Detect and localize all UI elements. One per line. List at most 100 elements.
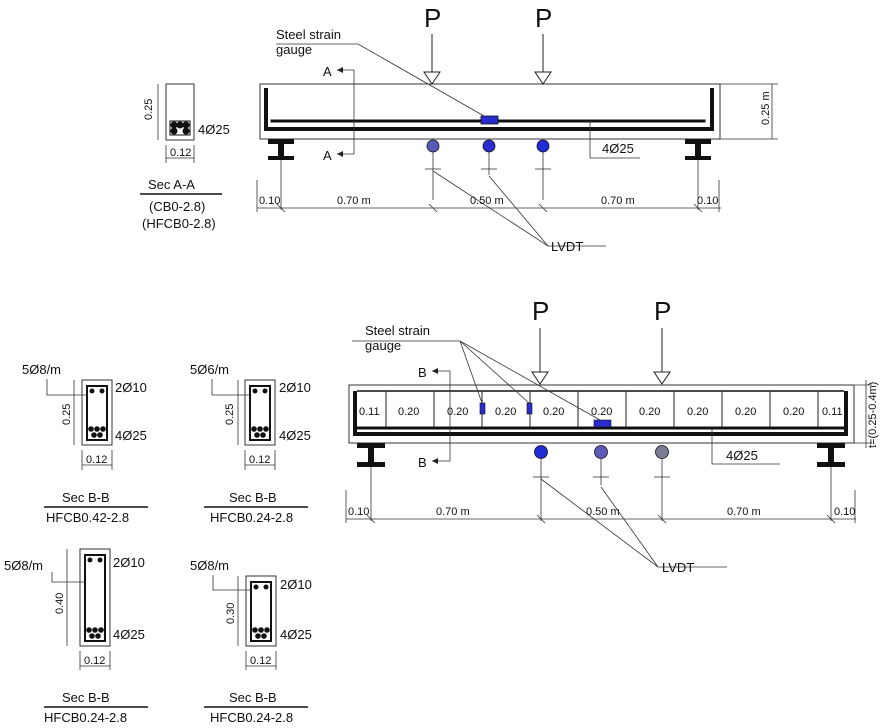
section-4-title: Sec B-B — [229, 690, 277, 705]
top-beam-diagram: P P Steel strain gauge A A — [256, 3, 778, 254]
section-4-height: 0.30 — [225, 603, 237, 624]
stirrups — [385, 391, 819, 428]
strain-gauge-1 — [479, 402, 486, 415]
load-p-right-head — [534, 71, 552, 85]
lvdt-leader-2 — [600, 486, 659, 568]
support-right — [685, 139, 711, 210]
strain-gauge-2 — [526, 402, 533, 415]
section-b-b-3: 5Ø8/m 2Ø10 4Ø25 0.40 0.12 Sec B-B HFCB0.… — [4, 548, 148, 725]
bottom-bars-leader — [589, 121, 640, 159]
strain-gauge-leader — [276, 43, 485, 117]
strain-gauge-label: Steel strain — [365, 323, 430, 338]
section-b-b-2: 5Ø6/m 2Ø10 4Ø25 0.25 0.12 Sec B-B HFCB0.… — [190, 362, 311, 525]
bottom-beam-rebar — [353, 391, 848, 436]
section-3-bottom-bars: 4Ø25 — [113, 627, 145, 642]
lvdt-1 — [425, 139, 441, 200]
section-2-height: 0.25 — [224, 404, 236, 425]
bottom-bars-label: 4Ø25 — [602, 141, 634, 156]
svg-text:0.20: 0.20 — [495, 406, 516, 418]
svg-text:0.20: 0.20 — [447, 406, 468, 418]
lvdt-2 — [593, 445, 609, 485]
dim-overhang-right: 0.10 — [697, 195, 718, 207]
strain-gauge-3 — [593, 419, 612, 428]
section-3-title: Sec B-B — [62, 690, 110, 705]
top-beam-outline — [259, 83, 721, 140]
stirrup-spacing-labels: 0.11 0.20 0.20 0.20 0.20 0.20 0.20 0.20 … — [359, 406, 843, 418]
section-cut-b-line — [432, 370, 451, 462]
section-3-name: HFCB0.24-2.8 — [44, 710, 127, 725]
lvdt-leader-1 — [540, 478, 727, 568]
load-p-right-label: P — [535, 3, 552, 33]
span-dimensions: 0.10 0.70 m 0.50 m 0.70 m 0.10 — [345, 490, 856, 524]
strain-gauge-marker — [480, 115, 499, 125]
section-a-a: 0.25 4Ø25 0.12 Sec A-A (CB0-2.8) (HFCB0-… — [140, 83, 230, 231]
lvdt-leader-2 — [488, 175, 549, 247]
support-left — [357, 443, 385, 521]
dim-shear-span-left: 0.70 m — [337, 195, 371, 207]
section-4-top-bars: 2Ø10 — [280, 577, 312, 592]
section-4-bottom-bars: 4Ø25 — [280, 627, 312, 642]
section-1-name: HFCB0.42-2.8 — [46, 510, 129, 525]
section-cut-b-bottom: B — [418, 455, 427, 470]
section-cut-b-top: B — [418, 365, 427, 380]
section-arrow-top — [337, 67, 343, 73]
support-left — [268, 139, 294, 210]
strain-gauge-label: Steel strain — [276, 27, 341, 42]
section-4-stirrup: 5Ø8/m — [190, 558, 229, 573]
span-dimensions: 0.10 0.70 m 0.50 m 0.70 m 0.10 — [256, 180, 721, 213]
svg-text:0.20: 0.20 — [639, 406, 660, 418]
section-cut-line — [337, 69, 355, 155]
section-b-b-1: 5Ø8/m 2Ø10 4Ø25 0.25 0.12 Sec B-B HFCB0.… — [22, 362, 148, 525]
section-1-title: Sec B-B — [62, 490, 110, 505]
section-1-stirrup: 5Ø8/m — [22, 362, 61, 377]
lvdt-3 — [654, 445, 670, 521]
section-2-title: Sec B-B — [229, 490, 277, 505]
dim-constant-moment: 0.50 m — [586, 506, 620, 518]
bottom-beam-outline — [348, 384, 855, 444]
bottom-bars-leader — [711, 428, 780, 465]
section-cut-a-bottom: A — [323, 148, 332, 163]
svg-text:0.20: 0.20 — [543, 406, 564, 418]
section-b-b-4: 5Ø8/m 2Ø10 4Ø25 0.30 0.12 Sec B-B HFCB0.… — [190, 558, 312, 725]
dim-shear-span-left: 0.70 m — [436, 506, 470, 518]
section-2-top-bars: 2Ø10 — [279, 380, 311, 395]
load-p-left-label: P — [424, 3, 441, 33]
lvdt-leader-1 — [432, 170, 606, 247]
section-3-stirrup: 5Ø8/m — [4, 558, 43, 573]
svg-text:0.20: 0.20 — [687, 406, 708, 418]
dim-constant-moment: 0.50 m — [470, 195, 504, 207]
load-p-right-label: P — [654, 296, 671, 326]
section-arrow-bottom — [337, 151, 343, 157]
dim-shear-span-right: 0.70 m — [727, 506, 761, 518]
section-2-name: HFCB0.24-2.8 — [210, 510, 293, 525]
section-1-bottom-bars: 4Ø25 — [115, 428, 147, 443]
dim-overhang-left: 0.10 — [348, 506, 369, 518]
load-p-left-head — [423, 71, 441, 85]
section-1-top-bars: 2Ø10 — [115, 380, 147, 395]
height-dim-label: t=(0.25-0.4m) — [867, 382, 879, 448]
load-p-left-label: P — [532, 296, 549, 326]
svg-text:0.20: 0.20 — [735, 406, 756, 418]
svg-text:0.11: 0.11 — [359, 406, 380, 418]
section-1-height: 0.25 — [61, 404, 73, 425]
top-beam-bottom-rebar — [264, 88, 714, 131]
svg-text:0.20: 0.20 — [783, 406, 804, 418]
lvdt-label: LVDT — [551, 239, 583, 254]
section-3-height: 0.40 — [54, 593, 66, 614]
svg-text:0.20: 0.20 — [591, 406, 612, 418]
section-a-width: 0.12 — [170, 147, 191, 159]
section-a-outline — [165, 83, 195, 141]
section-a-title: Sec A-A — [148, 177, 195, 192]
bottom-beam-diagram: 0.11 0.20 0.20 0.20 0.20 0.20 0.20 0.20 … — [345, 296, 879, 575]
lvdt-label: LVDT — [662, 560, 694, 575]
section-3-width: 0.12 — [84, 655, 105, 667]
strain-gauge-label-2: gauge — [365, 338, 401, 353]
section-2-width: 0.12 — [249, 454, 270, 466]
strain-gauge-label-2: gauge — [276, 42, 312, 57]
dim-shear-span-right: 0.70 m — [601, 195, 635, 207]
lvdt-1 — [533, 445, 549, 521]
section-3-top-bars: 2Ø10 — [113, 555, 145, 570]
section-a-specimen-2: (HFCB0-2.8) — [142, 216, 216, 231]
lvdt-3 — [535, 139, 551, 200]
height-dim-label: 0.25 m — [760, 91, 772, 125]
